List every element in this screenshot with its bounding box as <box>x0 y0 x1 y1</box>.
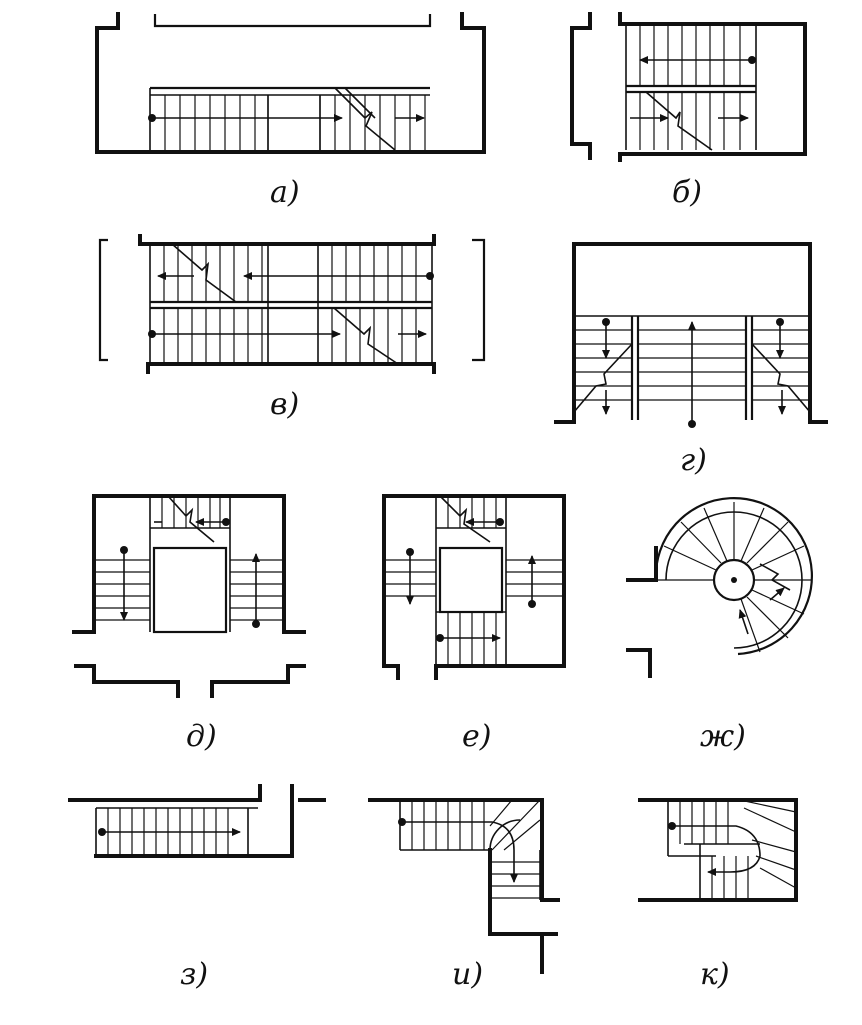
panel-label-e: е) <box>462 719 491 754</box>
panel-v: в) <box>98 234 486 422</box>
stair-treads <box>163 244 417 364</box>
panel-b: б) <box>570 12 807 210</box>
panel-label-i: и) <box>452 957 483 992</box>
panel-label-z: з) <box>180 957 208 992</box>
stair-treads <box>679 799 797 900</box>
panel-label-zh: ж) <box>700 719 746 754</box>
panel-e: е) <box>382 494 566 754</box>
stair-flight <box>149 86 430 150</box>
panel-label-k: к) <box>700 957 730 992</box>
panel-k: к) <box>638 798 798 992</box>
stair-treads <box>639 24 741 150</box>
panel-zh: ж) <box>626 497 813 754</box>
spiral-treads <box>656 502 812 653</box>
panel-g: г) <box>554 242 828 478</box>
panel-label-v: в) <box>270 387 299 422</box>
panel-label-d: д) <box>186 719 217 754</box>
panel-a: а) <box>95 12 486 210</box>
stair-treads <box>411 800 540 899</box>
panel-label-b: б) <box>672 175 702 210</box>
panel-i: и) <box>368 798 560 992</box>
panel-label-g: г) <box>680 443 707 478</box>
panel-label-a: а) <box>270 175 300 210</box>
panel-z: з) <box>68 784 326 992</box>
panel-d: д) <box>72 494 306 754</box>
